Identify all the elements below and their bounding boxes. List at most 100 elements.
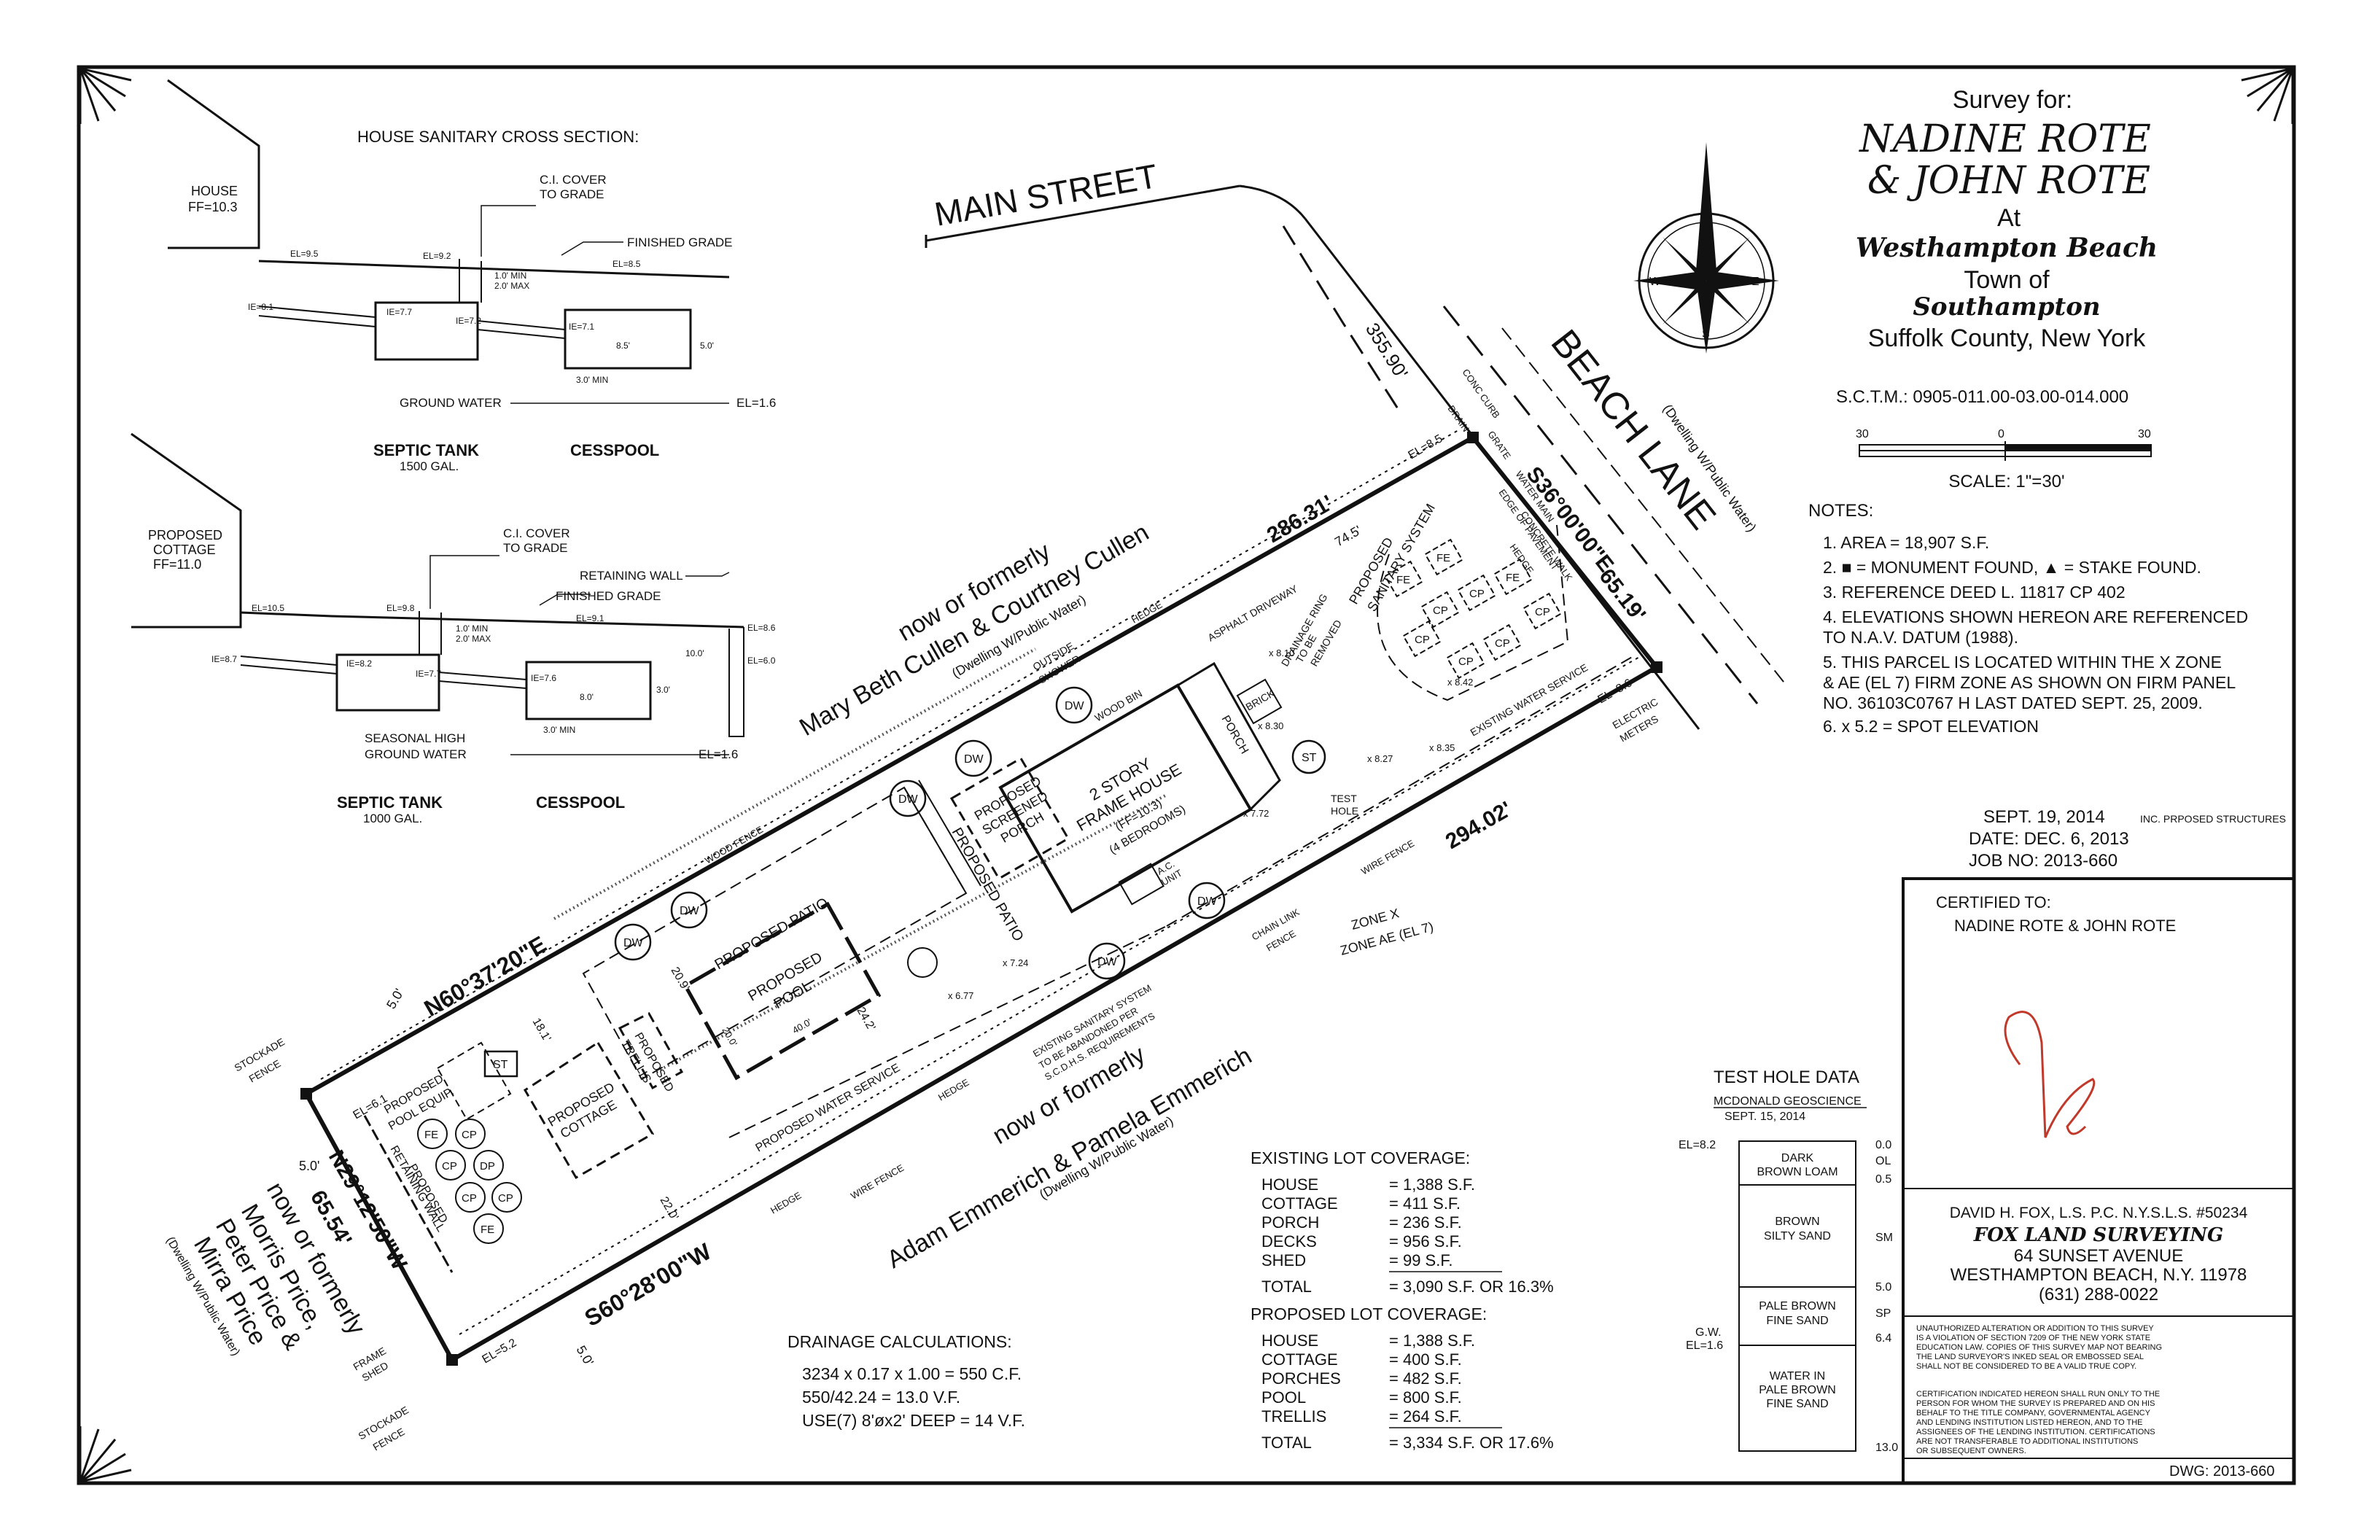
disclaimer-line: ASSIGNEES OF THE LENDING INSTITUTION. CE… [1916,1428,2155,1436]
spot-elevation: x 8.27 [1367,753,1393,764]
existing-item: TOTAL [1261,1278,1312,1296]
test-hole-2: HOLE [1331,805,1358,817]
proposed-item: HOUSE [1261,1331,1318,1350]
dim-18-1: 18.1' [530,1016,553,1044]
surveyor-city: WESTHAMPTON BEACH, N.Y. 11978 [1951,1265,2247,1285]
layer-name: BROWN [1775,1216,1819,1228]
cottage-sanitary-cross-section: PROPOSED COTTAGE FF=11.0 C.I. COVER TO G… [131,432,776,825]
wood-fence-label: WOOD FENCE [703,824,765,866]
septic-tank-label: SEPTIC TANK [337,793,443,812]
cp-label: CP [1415,634,1430,646]
elev-label: EL=9.8 [386,603,415,613]
disclaimer-line: EDUCATION LAW. COPIES OF THIS SURVEY MAP… [1916,1343,2162,1352]
certified-box [1902,877,2295,1485]
cover-label-1: C.I. COVER [503,526,570,540]
test-hole-title: TEST HOLE DATA [1714,1068,1859,1087]
dim-5-0c: 5.0' [574,1343,597,1369]
wire-fence-label-2: WIRE FENCE [849,1162,906,1202]
revision-note: INC. PRPOSED STRUCTURES [2140,813,2286,825]
existing-item: HOUSE [1261,1175,1318,1194]
dw-label: DW [1097,956,1118,968]
elev-label: 1.0' MIN [456,623,488,634]
dim-22-0: 22.0' [658,1195,681,1223]
elev-label: EL=9.2 [423,251,451,261]
cp-label: CP [462,1129,477,1141]
note-item: & AE (EL 7) FIRM ZONE AS SHOWN ON FIRM P… [1823,673,2236,692]
distance-main: 355.90' [1361,319,1412,383]
test-hole-data: TEST HOLE DATA MCDONALD GEOSCIENCE SEPT.… [1679,1068,1898,1454]
section-title: HOUSE SANITARY CROSS SECTION: [357,128,639,146]
disclaimer-line: PERSON FOR WHOM THE SURVEY IS PREPARED A… [1916,1399,2155,1408]
layer-code: SM [1875,1232,1893,1244]
proposed-coverage: PROPOSED LOT COVERAGE: HOUSE = 1,388 S.F… [1251,1304,1554,1452]
disclaimer-line: SHALL NOT BE CONSIDERED TO BE A VALID TR… [1916,1362,2136,1371]
elev-label: IE=7.7 [416,669,441,679]
brick-label: BRICK [1244,687,1278,713]
compass-n: N [1702,224,1711,236]
drainage-line: USE(7) 8'øx2' DEEP = 14 V.F. [802,1411,1025,1430]
sanitary-cells-west [417,1119,522,1244]
elev-label: IE=8.7 [211,654,237,664]
dim-5-0b: 5.0' [299,1159,319,1173]
disclaimer-line: AND LENDING INSTITUTION LISTED HEREON, A… [1916,1418,2143,1427]
zone-x-label: ZONE X [1350,906,1401,933]
proposed-value: = 400 S.F. [1389,1350,1462,1369]
elev-label: 3.0' [656,685,670,695]
patio-label-2: PROPOSED PATIO [949,825,1027,944]
note-item: NO. 36103C0767 H LAST DATED SEPT. 25, 20… [1823,693,2203,712]
proposed-value: = 482 S.F. [1389,1369,1462,1388]
elev-label: 3.0' MIN [576,375,608,385]
certified-label: CERTIFIED TO: [1936,893,2051,911]
elev-label: IE=8.2 [346,658,372,669]
sctm: S.C.T.M.: 0905-011.00-03.00-014.000 [1836,387,2128,407]
existing-coverage: EXISTING LOT COVERAGE: HOUSE = 1,388 S.F… [1251,1148,1554,1296]
south-owner-2: Adam Emmerich & Pamela Emmerich [882,1042,1256,1274]
wire-fence-label: WIRE FENCE [1359,838,1416,877]
spot-elevation: x 6.77 [948,990,973,1001]
surveyor-address: 64 SUNSET AVENUE [2014,1246,2184,1266]
compass-w: W [1649,276,1661,288]
proposed-cottage: PROPOSED COTTAGE PROPOSED TRELLIS PROPOS… [363,1012,684,1273]
layer-code: OL [1875,1155,1891,1167]
compass-e: E [1751,276,1759,288]
water-service-label: EXISTING WATER SERVICE [1469,661,1590,739]
septic-tanks [483,739,1326,1078]
south-distance: 294.02' [1442,797,1516,854]
retaining-wall-label: RETAINING WALL [580,569,683,583]
fe-label: FE [481,1224,494,1236]
client-1: NADINE ROTE [1858,117,2151,161]
elev-label: EL=8.6 [747,623,776,633]
dates: SEPT. 19, 2014 INC. PRPOSED STRUCTURES D… [1969,807,2286,871]
proposed-value: = 800 S.F. [1389,1388,1462,1407]
spot-elevation: x 8.35 [1429,742,1455,753]
note-item: 1. AREA = 18,907 S.F. [1823,533,1989,552]
spot-elevation: x 8.42 [1447,677,1473,688]
proposed-value: = 1,388 S.F. [1389,1331,1475,1350]
proposed-item: TOTAL [1261,1434,1312,1452]
layer-name: SILTY SAND [1764,1230,1831,1242]
disclaimer-line: IS A VIOLATION OF SECTION 7209 OF THE NE… [1916,1334,2150,1342]
corner-fan-bl [79,1426,132,1483]
concrete-curb: CONC CURB [1461,367,1502,420]
disclaimer-line: UNAUTHORIZED ALTERATION OR ADDITION TO T… [1916,1324,2154,1333]
existing-value: = 236 S.F. [1389,1213,1462,1232]
existing-title: EXISTING LOT COVERAGE: [1251,1148,1470,1167]
prop-water-label: PROPOSED WATER SERVICE [754,1062,903,1154]
cp-label: CP [1458,656,1474,668]
dim-74-5: 74.5' [1332,523,1364,550]
disclaimer-line: ARE NOT TRANSFERABLE TO ADDITIONAL INSTI… [1916,1437,2138,1446]
disclaimer-line: THE LAND SURVEYOR'S INKED SEAL OR EMBOSS… [1916,1353,2144,1361]
cover-label-1: C.I. COVER [540,173,607,187]
notes-heading: NOTES: [1808,501,1873,521]
existing-item: SHED [1261,1251,1306,1269]
dw-label: DW [623,937,644,949]
finished-grade-label: FINISHED GRADE [627,236,733,249]
note-item: 4. ELEVATIONS SHOWN HEREON ARE REFERENCE… [1823,607,2248,626]
existing-value: = 411 S.F. [1389,1194,1461,1213]
spot-elevation: x 7.24 [1003,957,1028,968]
town-of: Town of [1964,266,2050,294]
surveyor-info: DAVID H. FOX, L.S. P.C. N.Y.S.L.S. #5023… [1950,1205,2248,1304]
elev-label: 1.0' MIN [494,271,526,281]
proposed-item: TRELLIS [1261,1407,1326,1426]
note-item: 6. x 5.2 = SPOT ELEVATION [1823,717,2039,736]
